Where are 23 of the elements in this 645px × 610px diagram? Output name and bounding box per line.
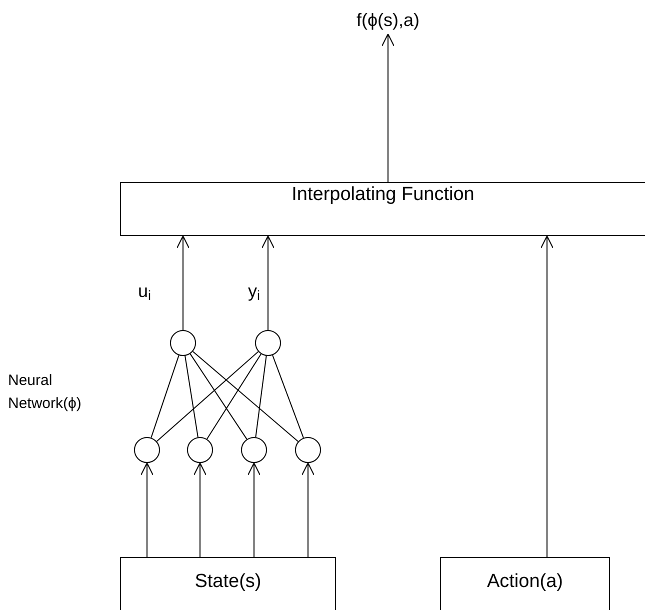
function-box: Interpolating Function	[120, 182, 645, 236]
connection-line	[156, 351, 259, 442]
arrow	[540, 236, 554, 558]
arrow	[176, 236, 190, 330]
arrow	[194, 462, 206, 558]
arrow	[140, 462, 154, 558]
connection-line	[190, 353, 248, 440]
connection-line	[184, 355, 198, 438]
connection-line	[192, 350, 299, 442]
layer-label: Neural Network(ϕ)	[8, 371, 82, 414]
input-box: State(s)	[120, 557, 336, 610]
arrow	[302, 462, 314, 558]
connection-line	[206, 353, 262, 440]
output-label: f(ϕ(s),a)	[338, 6, 438, 34]
arrow	[262, 236, 274, 330]
connection-line	[255, 355, 267, 438]
edge-label: y$_{i}$	[248, 282, 260, 300]
arrow	[248, 462, 260, 558]
edge-label: u$_{i}$	[138, 282, 152, 300]
arrow	[382, 34, 394, 182]
input-box: Action(a)	[440, 557, 610, 610]
connection-line	[272, 354, 304, 438]
connection-line	[150, 354, 180, 438]
